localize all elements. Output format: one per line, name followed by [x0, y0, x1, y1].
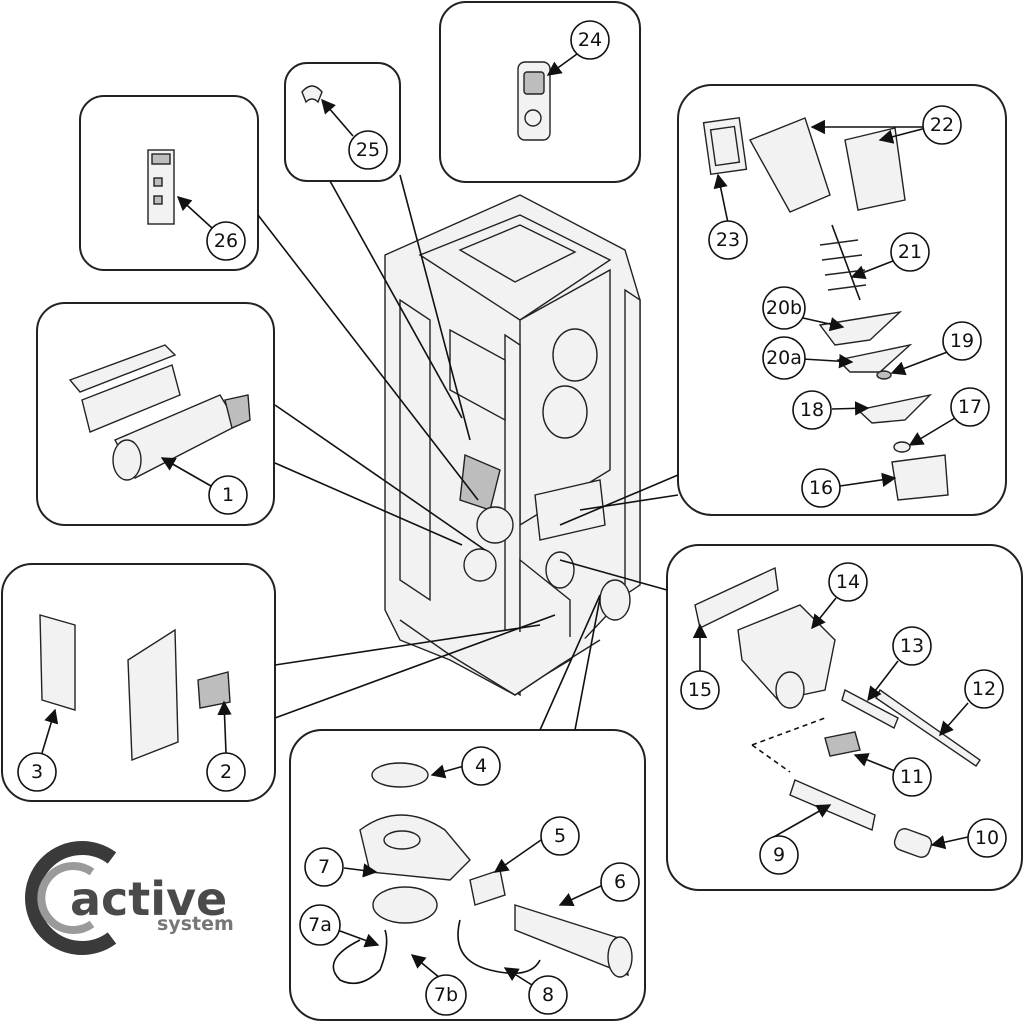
callout-label: 15: [688, 679, 712, 701]
callout-10: 10: [967, 818, 1007, 858]
boiler-frame: [384, 194, 641, 697]
callout-label: 3: [31, 761, 43, 783]
callout-label: 13: [900, 635, 924, 657]
callout-17: 17: [950, 387, 990, 427]
callout-label: 20b: [766, 297, 802, 319]
callout-25: 25: [348, 130, 388, 170]
callout-5: 5: [540, 816, 580, 856]
panel-16-23: [677, 84, 1007, 516]
callout-label: 20a: [766, 347, 802, 369]
callout-4: 4: [461, 746, 501, 786]
callout-18: 18: [792, 390, 832, 430]
panel-2-3: [1, 563, 276, 802]
panel-24: [439, 1, 641, 183]
callout-label: 5: [554, 825, 566, 847]
callout-7b: 7b: [425, 974, 467, 1016]
callout-20a: 20a: [762, 336, 806, 380]
callout-label: 25: [356, 139, 380, 161]
callout-label: 1: [222, 484, 234, 506]
callout-label: 18: [800, 399, 824, 421]
callout-13: 13: [892, 626, 932, 666]
callout-20b: 20b: [762, 286, 806, 330]
callout-label: 2: [220, 761, 232, 783]
callout-6: 6: [600, 862, 640, 902]
logo-word: active: [70, 872, 227, 926]
callout-22: 22: [922, 105, 962, 145]
callout-label: 14: [836, 571, 860, 593]
callout-label: 19: [950, 330, 974, 352]
callout-label: 7b: [434, 984, 458, 1006]
leader-lines: [257, 174, 679, 731]
callout-16: 16: [801, 468, 841, 508]
callout-label: 21: [898, 241, 922, 263]
callout-label: 16: [809, 477, 833, 499]
callout-arrows: [41, 53, 969, 986]
callout-label: 8: [542, 984, 554, 1006]
callout-15: 15: [680, 670, 720, 710]
callout-1: 1: [208, 475, 248, 515]
callout-3: 3: [17, 752, 57, 792]
callout-label: 24: [578, 29, 602, 51]
callout-26: 26: [206, 221, 246, 261]
callout-label: 17: [958, 396, 982, 418]
callout-11: 11: [892, 757, 932, 797]
callout-8: 8: [528, 975, 568, 1015]
callout-label: 7: [318, 856, 330, 878]
panel-25: [284, 62, 401, 182]
logo-sub: system: [157, 913, 234, 935]
callout-label: 11: [900, 766, 924, 788]
callout-label: 26: [214, 230, 238, 252]
callout-label: 22: [930, 114, 954, 136]
callout-7: 7: [304, 847, 344, 887]
callout-7a: 7a: [299, 904, 341, 946]
panel-4-8: [289, 729, 646, 1021]
callout-19: 19: [942, 321, 982, 361]
panel-1: [36, 302, 275, 526]
callout-21: 21: [890, 232, 930, 272]
callout-label: 6: [614, 871, 626, 893]
callout-label: 9: [773, 844, 785, 866]
callout-label: 23: [716, 229, 740, 251]
callout-9: 9: [759, 835, 799, 875]
active-system-logo: active system: [25, 841, 234, 955]
callout-24: 24: [570, 20, 610, 60]
callout-label: 4: [475, 755, 487, 777]
callout-label: 12: [972, 678, 996, 700]
callout-23: 23: [708, 220, 748, 260]
callout-2: 2: [206, 752, 246, 792]
callout-label: 7a: [308, 914, 332, 936]
callout-14: 14: [828, 562, 868, 602]
callout-12: 12: [964, 669, 1004, 709]
panel-9-15: [666, 544, 1023, 891]
callout-label: 10: [975, 827, 999, 849]
